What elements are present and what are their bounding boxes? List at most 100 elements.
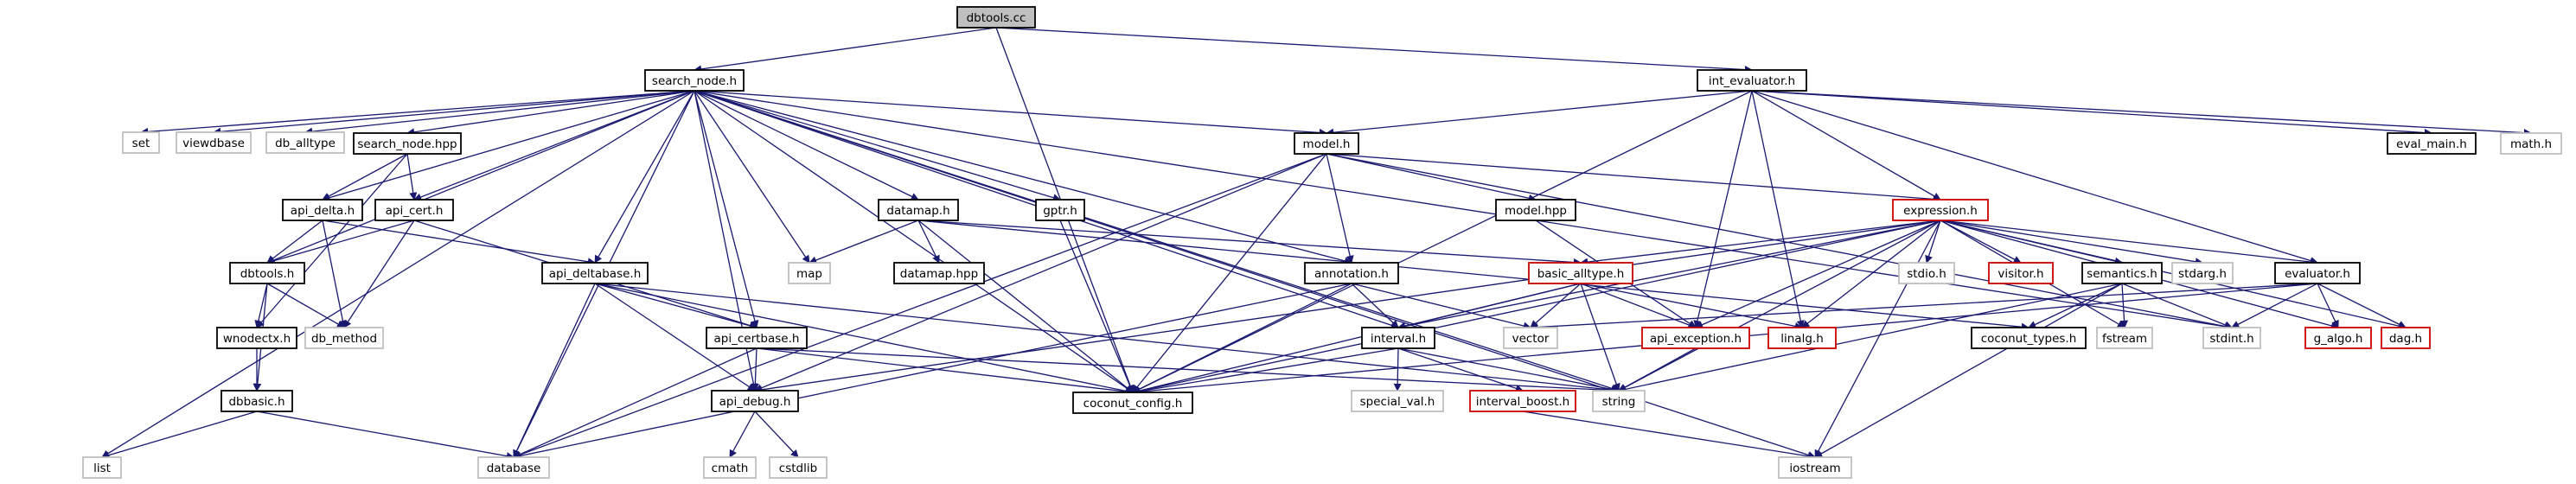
node-datamap-h[interactable]: datamap.h	[878, 199, 959, 221]
node-coconut-config-h[interactable]: coconut_config.h	[1072, 392, 1193, 414]
edge-api_certbase_h-to-string	[756, 347, 1620, 395]
node-label: api_certbase.h	[714, 332, 800, 346]
node-linalg-h[interactable]: linalg.h	[1767, 327, 1837, 349]
node-label: interval_boost.h	[1476, 395, 1569, 409]
node-label: interval.h	[1371, 332, 1426, 346]
node-dag-h[interactable]: dag.h	[2381, 327, 2431, 349]
node-box	[1361, 327, 1435, 349]
node-evaluator-h[interactable]: evaluator.h	[2274, 262, 2361, 284]
node-model-hpp[interactable]: model.hpp	[1495, 199, 1576, 221]
node-wnodectx-h[interactable]: wnodectx.h	[216, 327, 297, 349]
node-label: stdio.h	[1907, 267, 1946, 281]
node-box	[1988, 262, 2054, 284]
node-box	[282, 199, 363, 221]
node-model-h[interactable]: model.h	[1294, 132, 1359, 155]
node-api-cert-h[interactable]: api_cert.h	[374, 199, 454, 221]
edge-evaluator_h-to-stdint_h	[2231, 283, 2318, 328]
edge-interval_h-to-string	[1397, 347, 1620, 393]
node-label: iostream	[1789, 462, 1840, 475]
node-label: api_debug.h	[719, 395, 791, 409]
edge-search_node_h-to-search_node_hpp	[406, 90, 695, 137]
node-box	[1294, 132, 1359, 155]
node-int-evaluator-h[interactable]: int_evaluator.h	[1697, 69, 1807, 92]
node-box	[2304, 327, 2372, 349]
edge-search_node_h-to-dbtools_h	[266, 90, 695, 264]
node-label: search_node.h	[652, 74, 737, 88]
node-box	[2202, 327, 2261, 349]
node-box	[2500, 132, 2562, 155]
node-label: coconut_config.h	[1083, 397, 1183, 411]
edge-search_node_h-to-set	[140, 90, 695, 136]
node-label: cstdlib	[779, 462, 817, 475]
edge-dbbasic_h-to-database	[256, 411, 515, 461]
node-layer: dbtools.cc search_node.h int_evaluator.hli…	[82, 6, 2562, 479]
node-search-node-hpp[interactable]: search_node.hpp	[353, 132, 462, 155]
edge-api_delta_h-to-api_deltabase_h	[322, 220, 596, 266]
edge-interval_h-to-special_val_h	[1393, 347, 1402, 392]
node-box	[1892, 199, 1989, 221]
edge-search_node_h-to-map	[694, 90, 810, 264]
edge-semantics_h-to-fstream	[2119, 283, 2129, 328]
node-label: list	[93, 462, 111, 475]
node-datamap-hpp[interactable]: datamap.hpp	[893, 262, 985, 284]
edge-interval_h-to-interval_boost_h	[1397, 347, 1524, 392]
edge-expression_h-to-api_debug_h	[754, 220, 1941, 394]
node-api-exception-h[interactable]: api_exception.h	[1641, 327, 1750, 349]
node-api-debug-h[interactable]: api_debug.h	[711, 390, 799, 412]
edge-basic_alltype_h-to-string	[1580, 283, 1620, 392]
node-label: eval_main.h	[2396, 137, 2467, 151]
node-label: datamap.hpp	[900, 267, 978, 281]
node-box	[893, 262, 985, 284]
edge-search_node_h-to-annotation_h	[694, 90, 1352, 265]
node-label: search_node.hpp	[357, 137, 457, 151]
node-label: cmath	[712, 462, 749, 475]
node-dbtools-h[interactable]: dbtools.h	[229, 262, 305, 284]
node-interval-boost-h[interactable]: interval_boost.h	[1469, 390, 1576, 412]
node-string: string	[1592, 390, 1646, 412]
node-api-deltabase-h[interactable]: api_deltabase.h	[541, 262, 649, 284]
edge-datamap_h-to-basic_alltype_h	[917, 220, 1582, 267]
node-label: string	[1602, 395, 1636, 409]
edge-layer	[101, 27, 2532, 461]
node-label: api_cert.h	[386, 204, 444, 218]
node-eval-main-h[interactable]: eval_main.h	[2387, 132, 2477, 155]
edge-dbtools_h-to-wnodectx_h	[254, 283, 268, 328]
node-dbbasic-h[interactable]: dbbasic.h	[221, 390, 293, 412]
node-vector: vector	[1503, 327, 1558, 349]
node-box	[1304, 262, 1399, 284]
node-gptr-h[interactable]: gptr.h	[1035, 199, 1085, 221]
edge-datamap_h-to-map	[809, 220, 919, 264]
edge-datamap_h-to-coconut_config_h	[917, 220, 1134, 393]
node-coconut-types-h[interactable]: coconut_types.h	[1971, 327, 2087, 349]
node-label: model.hpp	[1505, 204, 1567, 218]
node-box	[229, 262, 305, 284]
node-expression-h[interactable]: expression.h	[1892, 199, 1989, 221]
node-api-delta-h[interactable]: api_delta.h	[282, 199, 363, 221]
node-label: wnodectx.h	[223, 332, 291, 346]
node-stdarg-h: stdarg.h	[2171, 262, 2234, 284]
node-label: annotation.h	[1314, 267, 1389, 281]
edge-expression_h-to-stdio_h	[1925, 220, 1941, 264]
edge-api_deltabase_h-to-api_debug_h	[594, 283, 756, 392]
node-dbtools-cc[interactable]: dbtools.cc	[956, 6, 1036, 29]
node-database: database	[477, 456, 550, 479]
node-special-val-h: special_val.h	[1351, 390, 1444, 412]
node-semantics-h[interactable]: semantics.h	[2081, 262, 2163, 284]
node-viewdbase: viewdbase	[176, 131, 252, 154]
node-visitor-h[interactable]: visitor.h	[1988, 262, 2054, 284]
edge-api_deltabase_h-to-database	[513, 283, 596, 458]
edge-search_node_h-to-model_h	[694, 90, 1327, 137]
node-annotation-h[interactable]: annotation.h	[1304, 262, 1399, 284]
edge-dbtools_cc-to-search_node_h	[694, 27, 997, 73]
node-basic-alltype-h[interactable]: basic_alltype.h	[1528, 262, 1633, 284]
node-api-certbase-h[interactable]: api_certbase.h	[706, 327, 808, 349]
node-label: db_alltype	[275, 137, 336, 150]
edge-expression_h-to-evaluator_h	[1940, 220, 2318, 266]
node-label: visitor.h	[1998, 267, 2043, 281]
node-interval-h[interactable]: interval.h	[1361, 327, 1435, 349]
edge-basic_alltype_h-to-api_exception_h	[1580, 283, 1697, 329]
node-box	[1697, 69, 1807, 92]
node-g-algo-h[interactable]: g_algo.h	[2304, 327, 2372, 349]
node-search-node-h[interactable]: search_node.h	[644, 69, 745, 92]
node-label: database	[487, 462, 541, 475]
